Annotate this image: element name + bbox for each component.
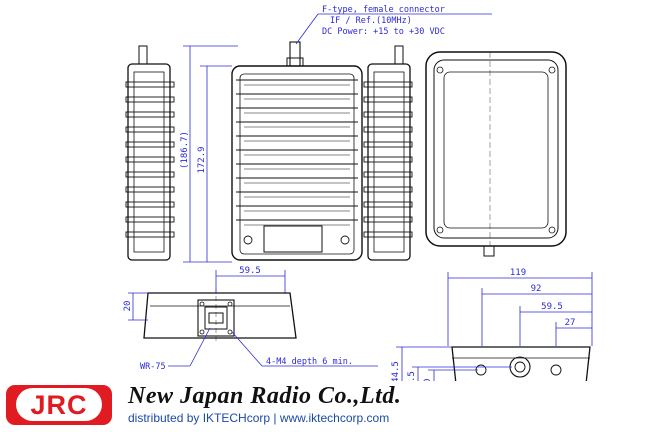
side-total-label: 119 — [510, 268, 526, 278]
front-height-label: 20 — [123, 301, 133, 312]
cooling-fin — [125, 81, 175, 88]
cooling-fin — [125, 216, 175, 223]
cooling-fin — [363, 96, 413, 103]
waveguide-callout: WR-75 — [140, 362, 166, 372]
jrc-logo-text: JRC — [16, 388, 102, 421]
body-height-label: 172.9 — [197, 146, 207, 173]
connector-callout-line2: IF / Ref.(10MHz) — [330, 16, 412, 26]
cooling-fin — [363, 186, 413, 193]
distributor-text: distributed by IKTECHcorp | www.iktechco… — [128, 411, 390, 425]
side-92-label: 92 — [531, 284, 542, 294]
left-side-view — [125, 45, 175, 261]
rear-view — [425, 51, 567, 257]
cooling-fin — [363, 201, 413, 208]
cooling-fin — [363, 126, 413, 133]
cooling-fin — [125, 126, 175, 133]
footer-banner: JRC New Japan Radio Co.,Ltd. distributed… — [0, 381, 666, 432]
bottom-front-view — [143, 288, 297, 342]
cooling-fin — [125, 141, 175, 148]
side-h-44-5-label: 44.5 — [391, 361, 401, 383]
cooling-fin — [363, 216, 413, 223]
bottom-side-view — [451, 346, 591, 385]
cooling-fin — [125, 111, 175, 118]
company-name: New Japan Radio Co.,Ltd. — [128, 383, 402, 409]
cooling-fin — [363, 156, 413, 163]
cooling-fin — [363, 171, 413, 178]
cooling-fin — [363, 231, 413, 238]
cooling-fin — [125, 201, 175, 208]
side-27-label: 27 — [565, 318, 576, 328]
jrc-logo: JRC — [6, 385, 112, 425]
connector-callout-line1: F-type, female connector — [322, 5, 445, 15]
side-59-5-label: 59.5 — [541, 302, 563, 312]
connector-callout-line3: DC Power: +15 to +30 VDC — [322, 27, 445, 37]
overall-height-label: (186.7) — [180, 131, 190, 169]
cooling-fin — [125, 186, 175, 193]
cooling-fin — [125, 171, 175, 178]
right-side-view — [363, 45, 413, 261]
cooling-fin — [363, 111, 413, 118]
cooling-fin — [363, 141, 413, 148]
cooling-fin — [363, 81, 413, 88]
front-width-label: 59.5 — [239, 266, 261, 276]
cooling-fin — [125, 96, 175, 103]
screw-callout: 4-M4 depth 6 min. — [266, 357, 353, 367]
dimension-lines — [128, 13, 593, 398]
cooling-fin — [125, 231, 175, 238]
cooling-fin — [125, 156, 175, 163]
front-view — [231, 41, 363, 261]
